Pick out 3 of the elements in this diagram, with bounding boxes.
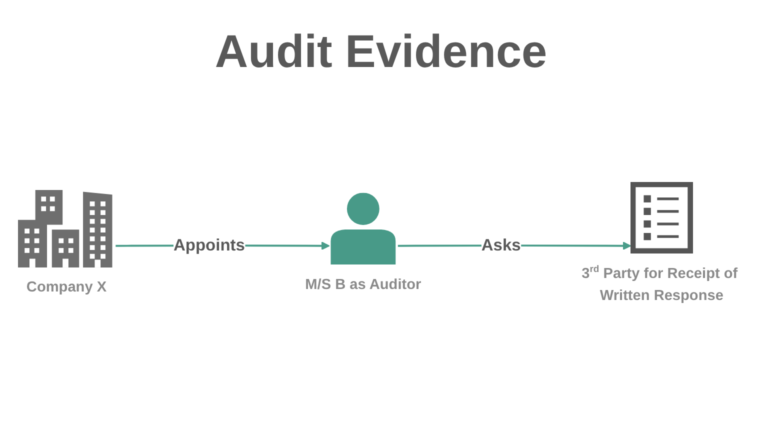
edge-label: Asks [481, 236, 521, 254]
diagram-title: Audit Evidence [214, 24, 548, 78]
edge-label: Appoints [173, 236, 245, 254]
